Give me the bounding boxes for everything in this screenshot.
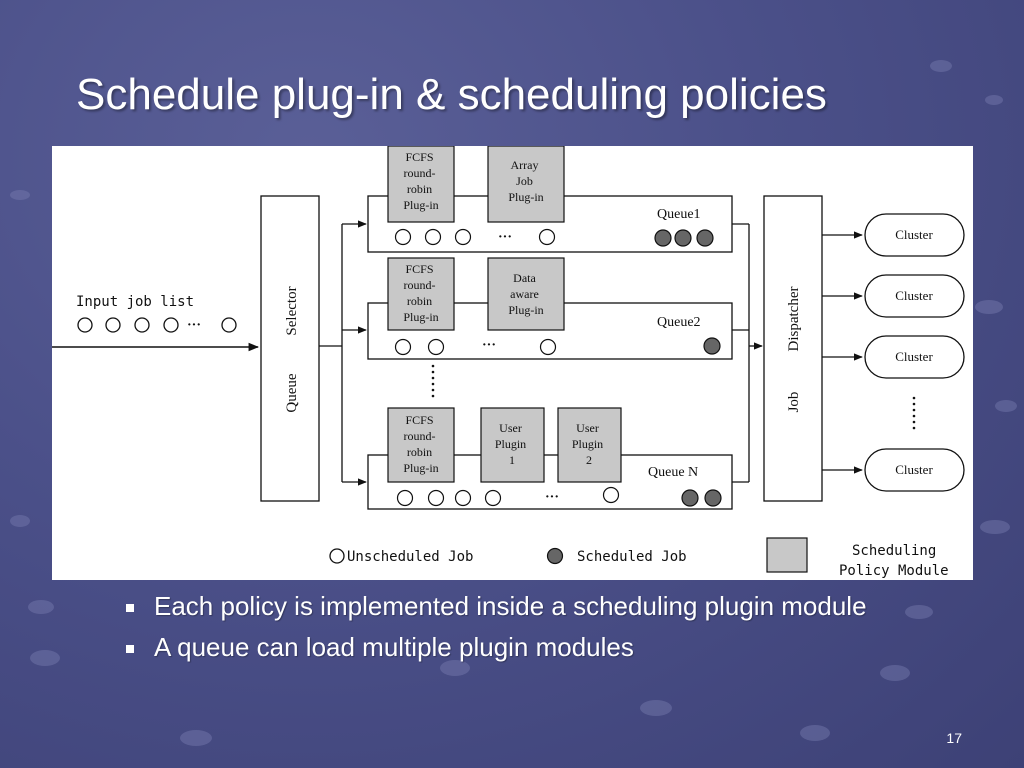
queue-selector-word2: Selector xyxy=(284,286,300,335)
job-dispatcher-word2: Dispatcher xyxy=(786,287,802,352)
legend-unscheduled-label: Unscheduled Job xyxy=(347,549,473,565)
plugin-label: Array Job Plug-in xyxy=(508,158,543,204)
queue2-label: Queue2 xyxy=(657,315,701,330)
bullet-text: A queue can load multiple plugin modules xyxy=(154,632,634,663)
bullet-marker-icon xyxy=(126,604,134,612)
legend-module-line2: Policy Module xyxy=(839,563,949,579)
bullet-text: Each policy is implemented inside a sche… xyxy=(154,591,867,621)
background-dot xyxy=(985,95,1003,105)
queue-selector-word1: Queue xyxy=(284,373,300,412)
queue1-label: Queue1 xyxy=(657,207,701,222)
slide-title: Schedule plug-in & scheduling policies xyxy=(76,70,827,119)
queue-outputs xyxy=(732,223,763,483)
job-dispatcher-word1: Job xyxy=(786,392,802,413)
input-ellipsis: ··· xyxy=(187,318,201,333)
background-dot xyxy=(995,400,1017,412)
background-dot xyxy=(980,520,1010,534)
plugin-label: FCFS round- robin Plug-in xyxy=(403,413,438,475)
page-number: 17 xyxy=(946,730,962,746)
cluster-label: Cluster xyxy=(895,288,933,303)
background-dot xyxy=(10,190,30,200)
plugin-label: FCFS round- robin Plug-in xyxy=(403,150,438,212)
queue-selector-box xyxy=(260,195,320,502)
legend-module-icon xyxy=(766,537,808,573)
background-dot xyxy=(800,725,830,741)
queue1-jobs xyxy=(394,228,714,247)
plugin-label: User Plugin 1 xyxy=(495,421,529,467)
queue1-ellipsis: ··· xyxy=(498,230,512,245)
legend-module-line1: Scheduling xyxy=(852,543,936,559)
architecture-diagram: Input job list ··· Queue Selector FCFS r… xyxy=(52,146,973,580)
bullet-marker-icon xyxy=(126,645,134,654)
bullet-item: Each policy is implemented inside a sche… xyxy=(118,590,898,623)
plugin-label: FCFS round- robin Plug-in xyxy=(403,262,438,324)
background-dot xyxy=(640,700,672,716)
plugin-label: User Plugin 2 xyxy=(572,421,606,467)
plugin-modules xyxy=(387,146,622,483)
bullet-list: Each policy is implemented inside a sche… xyxy=(118,590,898,672)
background-dot xyxy=(10,515,30,527)
bullet-item: A queue can load multiple plugin modules xyxy=(118,631,898,664)
input-jobs xyxy=(77,317,237,333)
queue2-jobs xyxy=(394,337,721,356)
queueN-label: Queue N xyxy=(648,465,698,480)
queue-vertical-ellipsis xyxy=(431,364,435,398)
legend-scheduled-label: Scheduled Job xyxy=(577,549,687,565)
cluster-label: Cluster xyxy=(895,227,933,242)
cluster-label: Cluster xyxy=(895,462,933,477)
plugin-label: Data aware Plug-in xyxy=(508,271,543,317)
queueN-jobs xyxy=(396,486,722,507)
selector-branches xyxy=(319,220,367,486)
background-dot xyxy=(180,730,212,746)
queue2-ellipsis: ··· xyxy=(482,338,496,353)
cluster-shapes xyxy=(864,213,965,492)
cluster-label: Cluster xyxy=(895,349,933,364)
background-dot xyxy=(930,60,952,72)
legend-unscheduled-icon xyxy=(329,548,345,564)
legend-scheduled-icon xyxy=(546,547,564,565)
background-dot xyxy=(440,660,470,676)
queueN-ellipsis: ··· xyxy=(545,490,559,505)
background-dot xyxy=(975,300,1003,314)
background-dot xyxy=(28,600,54,614)
job-dispatcher-box xyxy=(763,195,823,502)
cluster-vertical-ellipsis xyxy=(912,396,916,430)
background-dot xyxy=(30,650,60,666)
background-dot xyxy=(880,665,910,681)
background-dot xyxy=(905,605,933,619)
input-job-list-label: Input job list xyxy=(76,294,194,310)
cluster-arrows xyxy=(822,231,863,474)
